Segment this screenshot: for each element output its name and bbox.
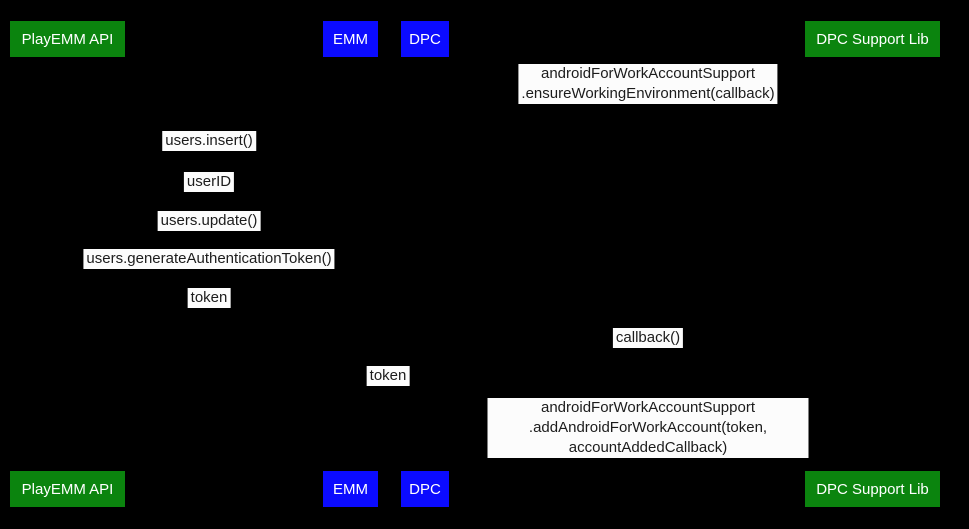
message-users-generate-authentication-token: users.generateAuthenticationToken() — [83, 249, 335, 269]
message-token-forward: token — [366, 366, 410, 386]
participant-top-playemm-api: PlayEMM API — [10, 21, 125, 57]
participant-top-dpc-support-lib: DPC Support Lib — [805, 21, 940, 57]
message-callback: callback() — [612, 328, 684, 348]
participant-bottom-playemm-api: PlayEMM API — [10, 471, 125, 507]
participant-top-emm: EMM — [323, 21, 378, 57]
participant-top-dpc: DPC — [401, 21, 449, 57]
message-users-insert: users.insert() — [162, 131, 256, 151]
message-add-android-for-work-account: androidForWorkAccountSupport .addAndroid… — [487, 398, 809, 458]
participant-bottom-dpc-support-lib: DPC Support Lib — [805, 471, 940, 507]
participant-bottom-dpc: DPC — [401, 471, 449, 507]
message-token-return: token — [187, 288, 231, 308]
message-users-update: users.update() — [157, 211, 261, 231]
message-ensure-working-environment: androidForWorkAccountSupport .ensureWork… — [518, 64, 778, 104]
participant-bottom-emm: EMM — [323, 471, 378, 507]
message-userid: userID — [183, 172, 235, 192]
